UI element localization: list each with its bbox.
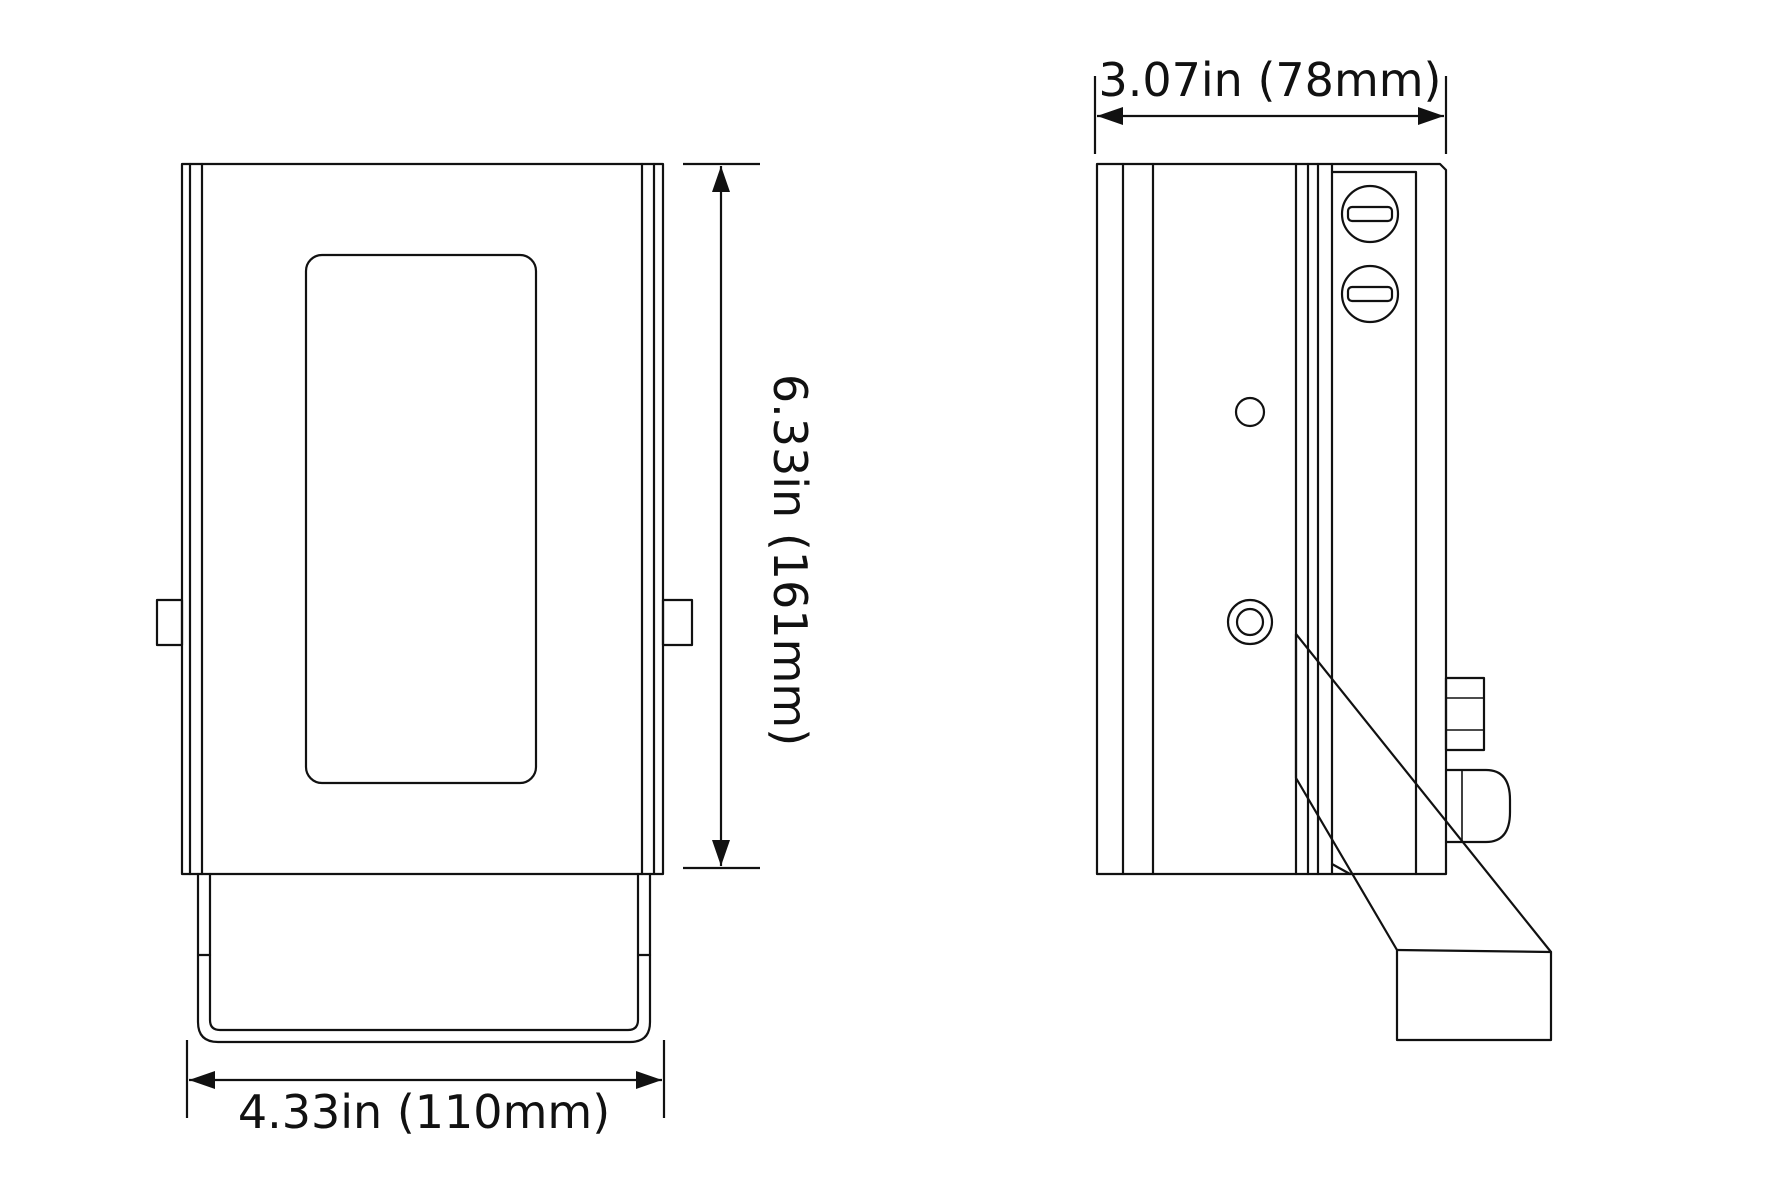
front-bracket-outer bbox=[196, 872, 652, 1044]
side-view bbox=[1095, 162, 1553, 1042]
width-arrow-right bbox=[636, 1071, 662, 1089]
width-label: 4.33in (110mm) bbox=[238, 1085, 610, 1139]
side-back-plate bbox=[1330, 170, 1418, 876]
side-bracket-fold bbox=[1395, 948, 1553, 954]
depth-arrow-left bbox=[1097, 107, 1123, 125]
adjust-knob-1 bbox=[1340, 184, 1400, 244]
cable-gland bbox=[1444, 768, 1512, 844]
adjust-knob-2 bbox=[1340, 264, 1400, 324]
front-housing bbox=[180, 162, 665, 876]
front-bracket-inner bbox=[208, 872, 640, 1032]
depth-arrow-right bbox=[1418, 107, 1444, 125]
height-arrow-bottom bbox=[712, 840, 730, 866]
side-housing bbox=[1095, 162, 1448, 876]
width-dimension: 4.33in (110mm) bbox=[185, 1040, 666, 1139]
rear-connector-nut bbox=[1444, 676, 1486, 752]
width-arrow-left bbox=[189, 1071, 215, 1089]
depth-dimension: 3.07in (78mm) bbox=[1093, 53, 1448, 154]
depth-label: 3.07in (78mm) bbox=[1098, 53, 1441, 107]
height-arrow-top bbox=[712, 166, 730, 192]
pivot-bolt bbox=[1226, 598, 1274, 646]
front-left-tab bbox=[155, 598, 184, 647]
side-bracket-arm bbox=[1294, 632, 1553, 1042]
front-lens-window bbox=[304, 253, 538, 785]
side-screw-hole bbox=[1234, 396, 1266, 428]
front-right-tab bbox=[661, 598, 694, 647]
front-view bbox=[155, 162, 694, 1044]
side-bracket-ledge bbox=[1330, 862, 1352, 876]
height-label: 6.33in (161mm) bbox=[763, 374, 817, 746]
height-dimension: 6.33in (161mm) bbox=[683, 162, 817, 870]
